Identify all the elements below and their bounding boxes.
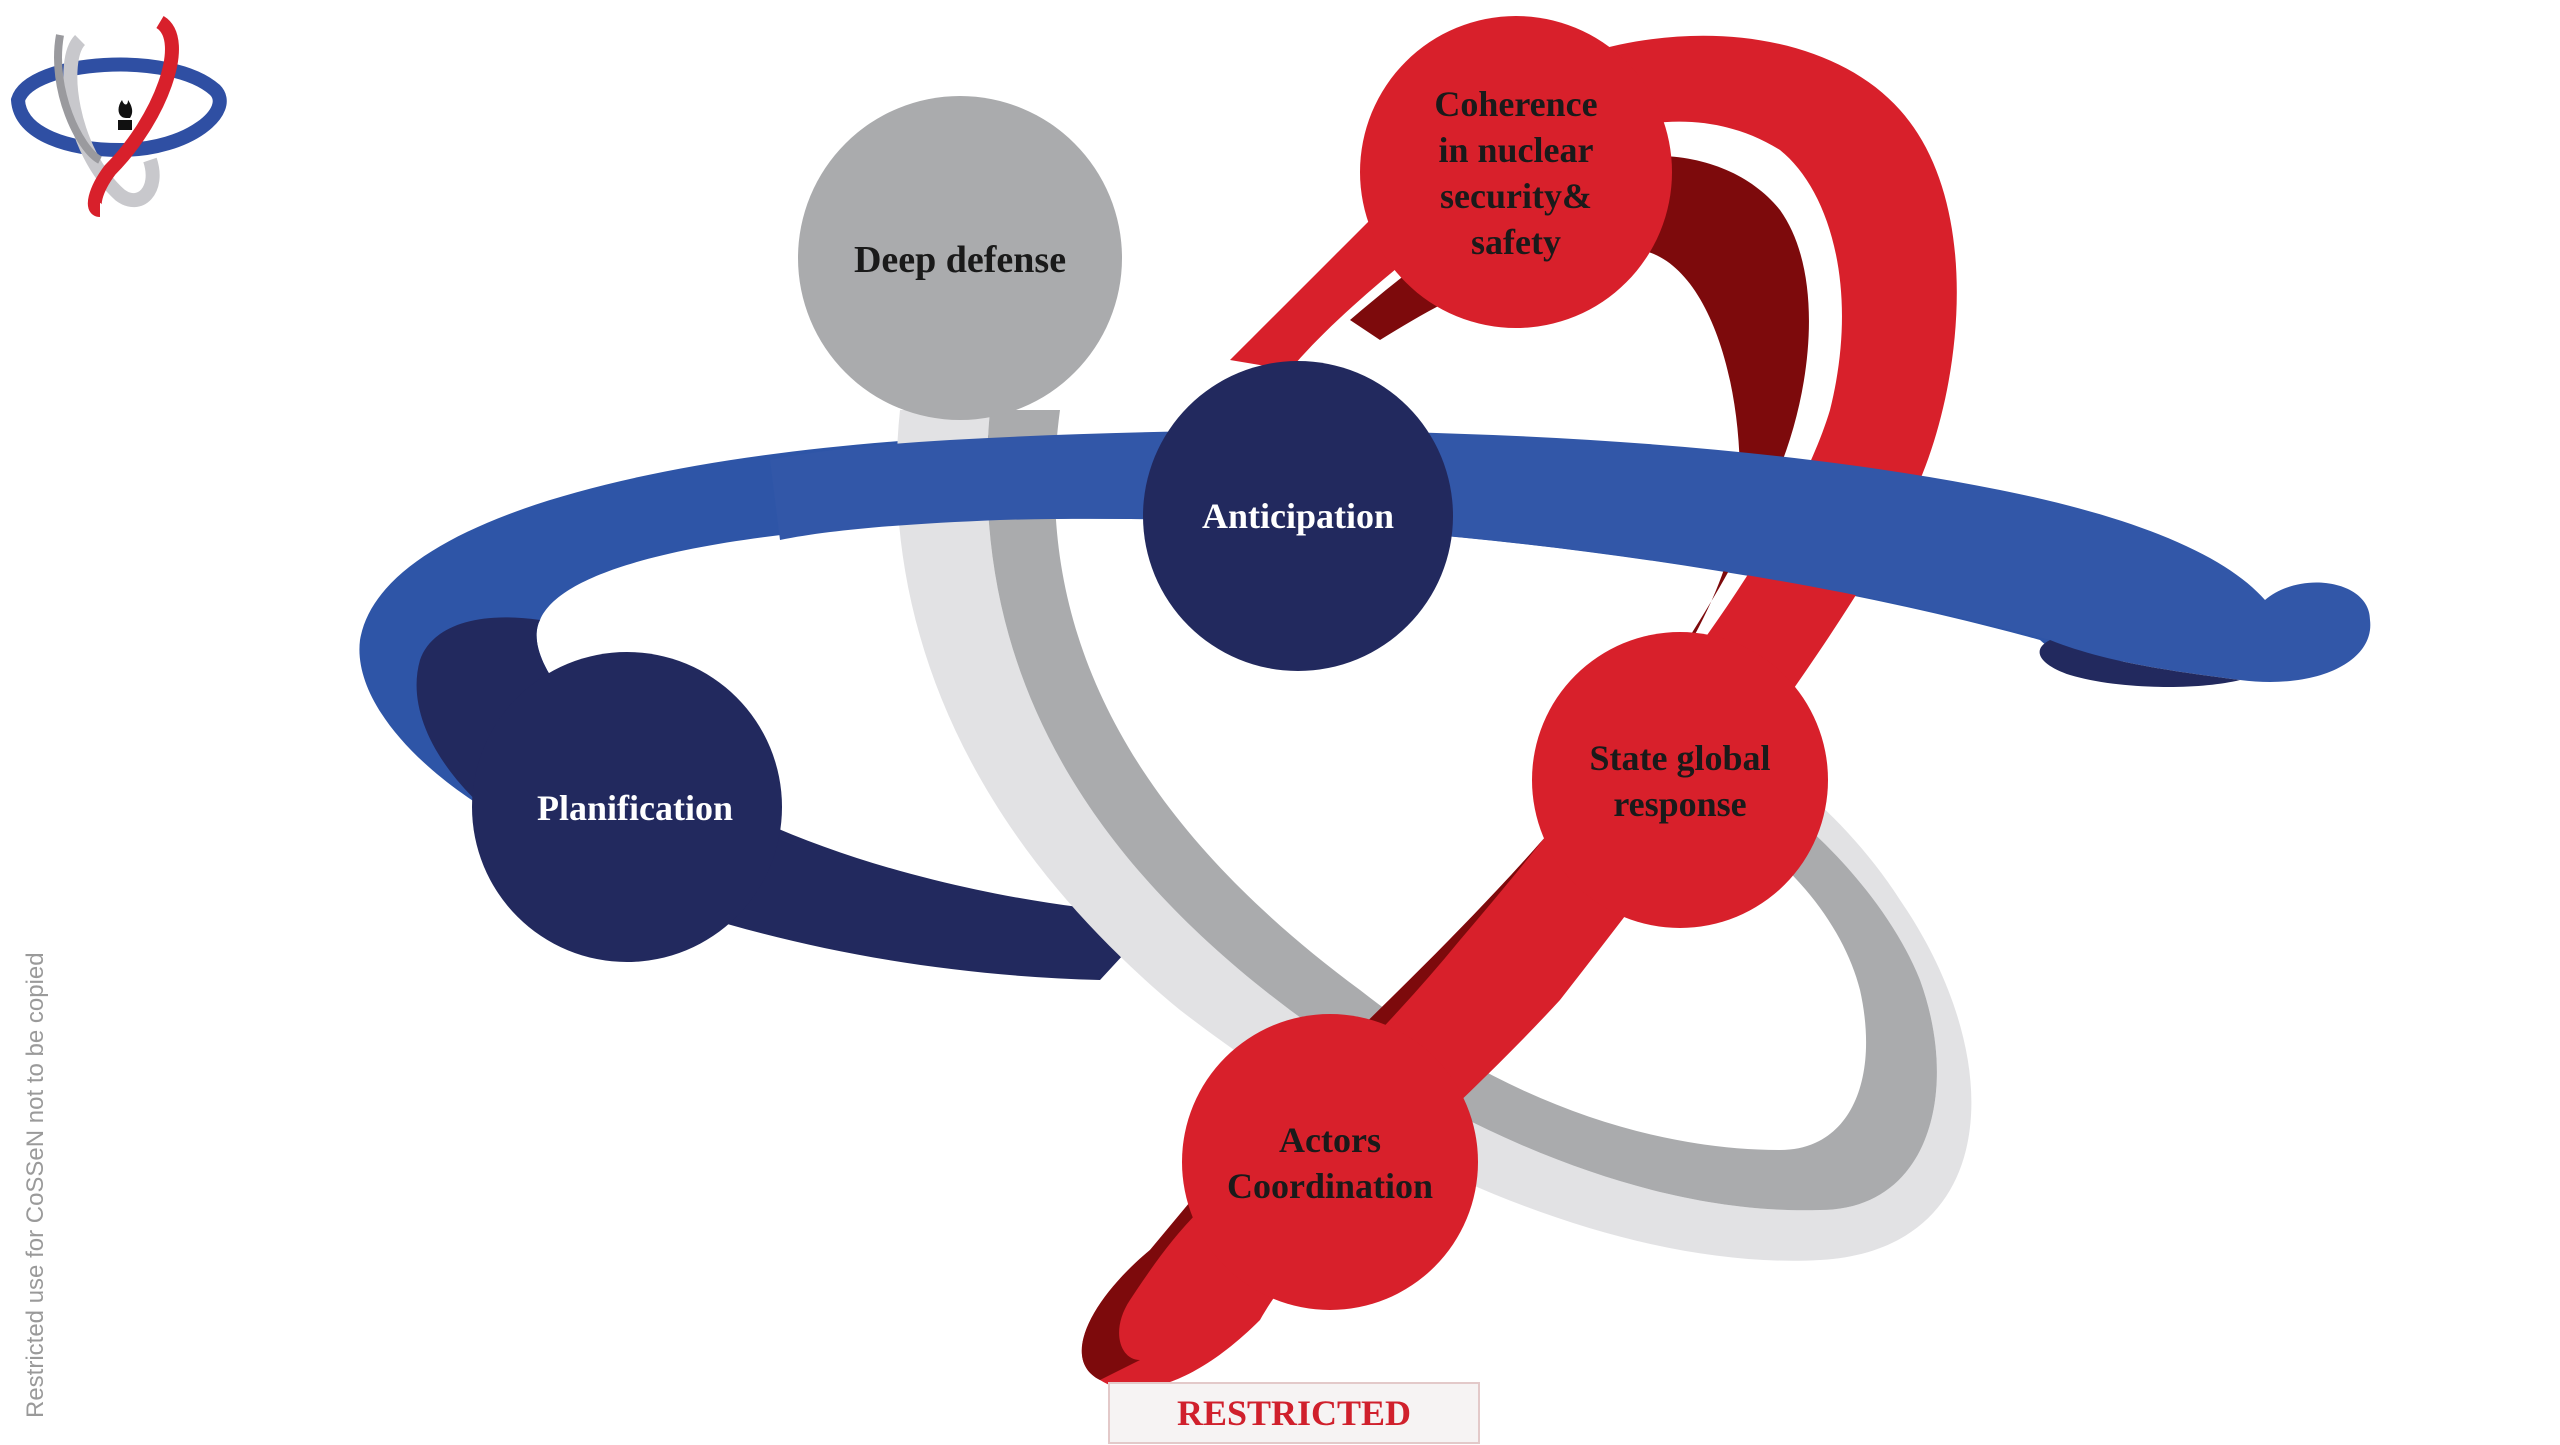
node-planification: Planification bbox=[472, 652, 782, 962]
node-coherence-label-3: security& bbox=[1440, 176, 1592, 216]
node-deep-defense: Deep defense bbox=[798, 96, 1122, 420]
node-deep-defense-label: Deep defense bbox=[854, 239, 1066, 281]
classification-label: RESTRICTED bbox=[1108, 1382, 1480, 1444]
node-coherence-label-4: safety bbox=[1471, 222, 1561, 262]
watermark: Restricted use for CoSSeN not to be copi… bbox=[22, 952, 49, 1418]
node-planification-label: Planification bbox=[537, 788, 733, 828]
node-anticipation: Anticipation bbox=[1143, 361, 1453, 671]
node-state-response: State global response bbox=[1532, 632, 1828, 928]
logo bbox=[10, 16, 227, 217]
node-anticipation-label: Anticipation bbox=[1202, 496, 1394, 536]
node-coherence-label-2: in nuclear bbox=[1438, 130, 1593, 170]
node-state-response-label-2: response bbox=[1613, 784, 1746, 824]
node-actors-label-1: Actors bbox=[1279, 1120, 1381, 1160]
node-actors: Actors Coordination bbox=[1182, 1014, 1478, 1310]
red-ribbon bbox=[1081, 35, 1957, 1390]
node-actors-label-2: Coordination bbox=[1227, 1166, 1433, 1206]
node-coherence-label-1: Coherence bbox=[1434, 84, 1597, 124]
node-coherence: Coherence in nuclear security& safety bbox=[1360, 16, 1672, 328]
node-state-response-label-1: State global bbox=[1589, 738, 1770, 778]
